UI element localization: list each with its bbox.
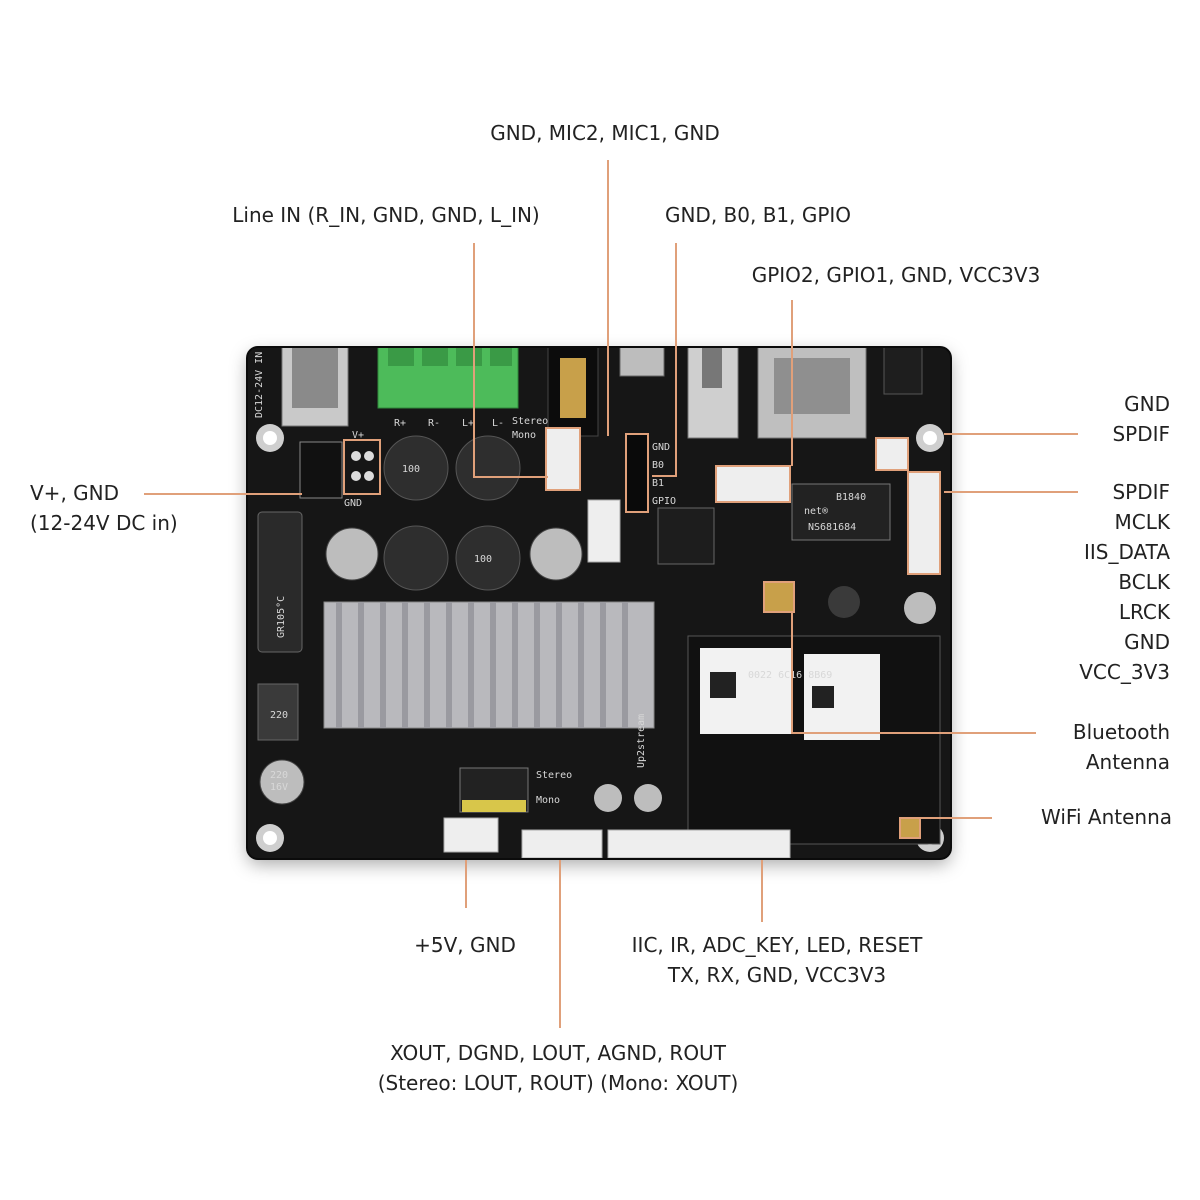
capacitor <box>325 527 379 581</box>
svg-text:NS681684: NS681684 <box>808 522 856 533</box>
big-capacitor <box>257 511 303 653</box>
svg-text:net®: net® <box>804 506 829 517</box>
gpio-header <box>625 433 649 513</box>
bt-antenna-connector <box>763 581 795 613</box>
svg-text:B1: B1 <box>652 478 664 489</box>
control-connector <box>607 829 791 859</box>
svg-text:100: 100 <box>474 554 492 565</box>
label-gpio2: GPIO2, GPIO1, GND, VCC3V3 <box>751 263 1041 287</box>
label-line-in: Line IN (R_IN, GND, GND, L_IN) <box>232 203 540 227</box>
svg-text:V+: V+ <box>352 430 364 441</box>
svg-text:R+: R+ <box>394 418 406 429</box>
svg-text:R-: R- <box>428 418 440 429</box>
svg-text:GND: GND <box>652 442 670 453</box>
svg-text:Mono: Mono <box>512 430 536 441</box>
svg-text:GND: GND <box>344 498 362 509</box>
dc-in-silk: DC12-24V IN <box>254 352 265 418</box>
svg-text:Mono: Mono <box>536 795 560 806</box>
mic-connector <box>545 427 581 491</box>
network-transformer <box>791 483 891 541</box>
label-mic: GND, MIC2, MIC1, GND <box>490 121 720 145</box>
svg-text:GPIO: GPIO <box>652 496 676 507</box>
svg-text:L+: L+ <box>462 418 474 429</box>
inductor <box>383 435 449 501</box>
leader-gpio-b <box>652 243 677 477</box>
inductor <box>455 525 521 591</box>
leader-bt <box>791 612 1036 734</box>
svg-text:B1840: B1840 <box>836 492 866 503</box>
label-xout: XOUT, DGND, LOUT, AGND, ROUT (Stereo: LO… <box>377 1041 739 1095</box>
wifi-antenna-connector <box>899 817 921 839</box>
svg-text:16V: 16V <box>270 782 288 793</box>
5v-connector <box>443 817 499 853</box>
svg-text:Stereo: Stereo <box>512 416 548 427</box>
board-graphic: DC12-24V IN R+ R- L+ L- Stereo Mono V+ <box>254 320 944 859</box>
gpio2-connector <box>715 465 791 503</box>
svg-text:0022 6C16 8B69: 0022 6C16 8B69 <box>748 670 832 681</box>
inductor <box>455 435 521 501</box>
iis-connector <box>907 471 941 575</box>
svg-text:220: 220 <box>270 770 288 781</box>
main-chip <box>657 507 715 565</box>
svg-text:B0: B0 <box>652 460 664 471</box>
label-5v: +5V, GND <box>414 933 516 957</box>
svg-text:100: 100 <box>402 464 420 475</box>
leader-line-in <box>473 243 548 478</box>
label-iic: IIC, IR, ADC_KEY, LED, RESET TX, RX, GND… <box>631 933 923 987</box>
svg-text:L-: L- <box>492 418 504 429</box>
svg-text:Up2stream: Up2stream <box>636 714 647 768</box>
spdif-connector <box>875 437 909 471</box>
label-gpio-b: GND, B0, B1, GPIO <box>664 203 852 227</box>
small-capacitor <box>259 759 305 805</box>
heatsink <box>323 601 655 729</box>
small-inductor <box>257 683 299 741</box>
line-in-connector <box>587 499 621 563</box>
label-vplus: V+, GND (12-24V DC in) <box>30 481 178 535</box>
capacitor <box>529 527 583 581</box>
amplifier-board: DC12-24V IN R+ R- L+ L- Stereo Mono V+ <box>248 320 950 859</box>
svg-text:220: 220 <box>270 710 288 721</box>
inductor <box>383 525 449 591</box>
svg-text:Stereo: Stereo <box>536 770 572 781</box>
label-wifi: WiFi Antenna <box>1041 805 1172 829</box>
label-iis: SPDIF MCLK IIS_DATA BCLK LRCK GND VCC_3V… <box>1079 480 1170 684</box>
label-spdif-small: GND SPDIF <box>1112 392 1170 446</box>
svg-text:GR105°C: GR105°C <box>276 596 287 638</box>
label-bt: Bluetooth Antenna <box>1072 720 1170 774</box>
